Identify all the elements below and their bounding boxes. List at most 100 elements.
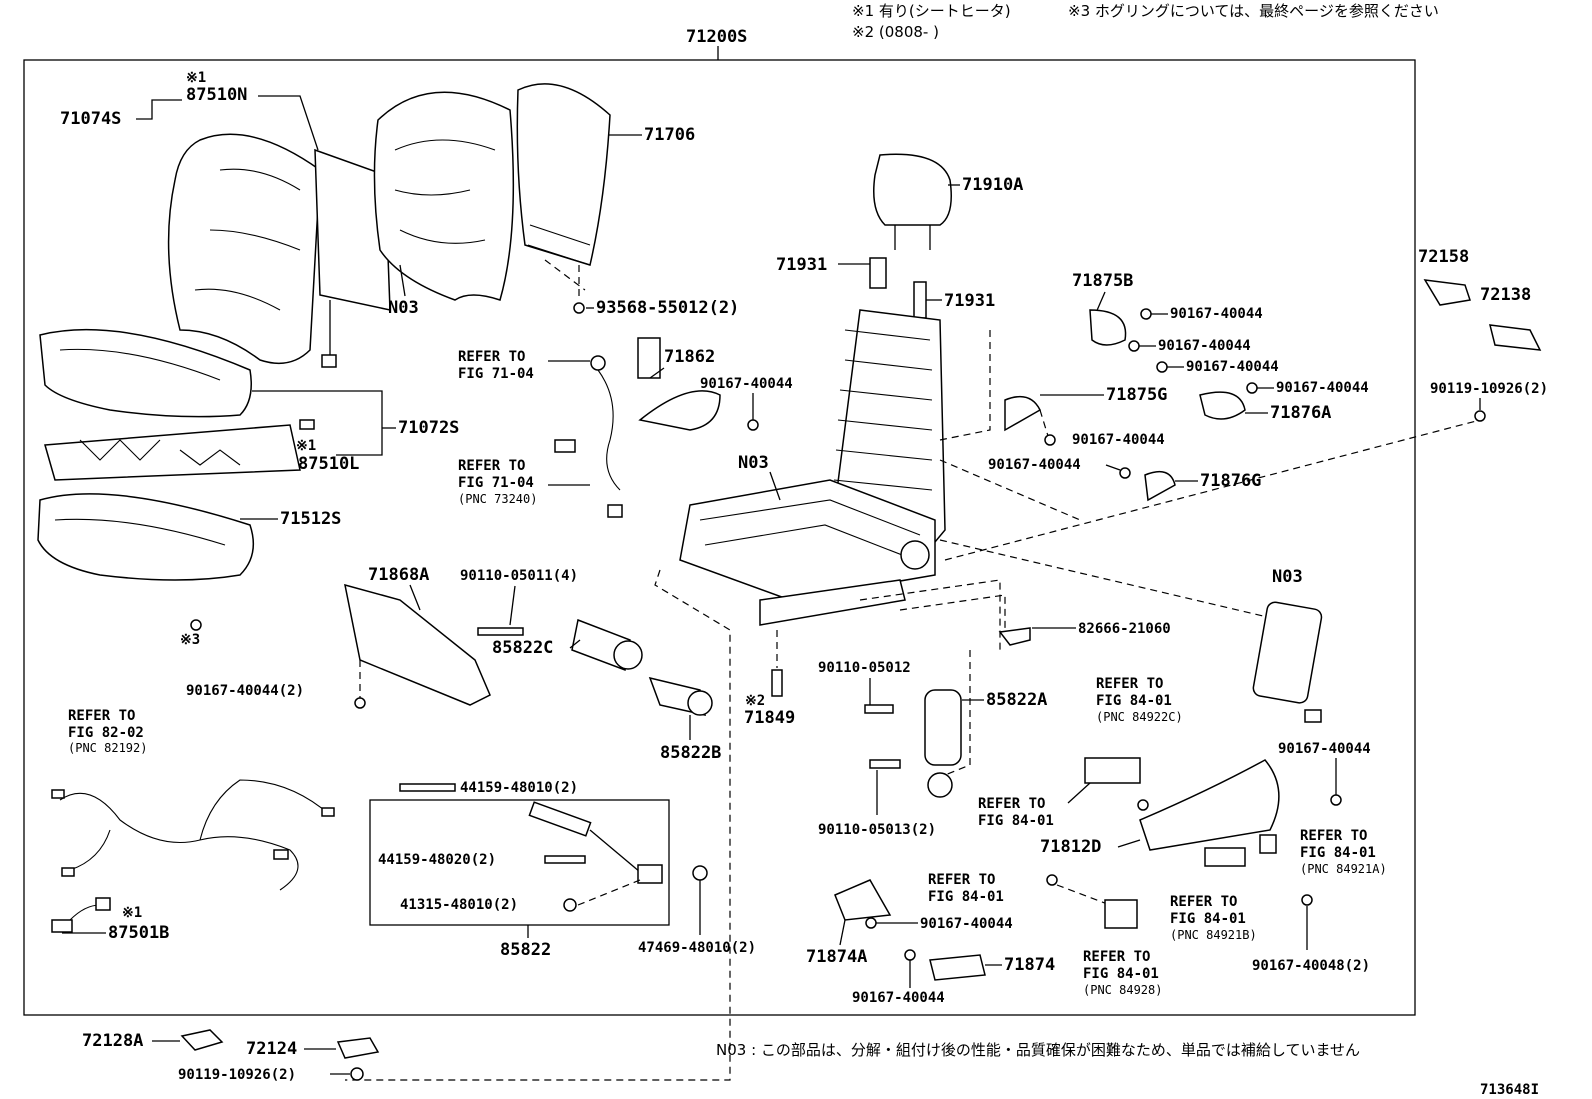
refer-label: REFER TO — [1300, 828, 1367, 844]
part-label-72138[interactable]: 72138 — [1480, 285, 1531, 305]
bracket-71874 — [929, 954, 986, 981]
marker-1-87501B: ※1 — [122, 905, 142, 921]
note-2: ※2 (0808- ) — [852, 23, 939, 41]
part-label-71072S[interactable]: 71072S — [398, 418, 459, 438]
part-label-90167-40044-c[interactable]: 90167-40044 — [1186, 359, 1279, 375]
part-label-72128A[interactable]: 72128A — [82, 1031, 143, 1051]
part-label-71931-a[interactable]: 71931 — [776, 255, 827, 275]
part-label-90167-40044-f[interactable]: 90167-40044 — [988, 457, 1081, 473]
part-label-87501B[interactable]: 87501B — [108, 923, 169, 943]
part-label-85822B[interactable]: 85822B — [660, 743, 721, 763]
part-label-90167-40044-i[interactable]: 90167-40044 — [1278, 741, 1371, 757]
switch-84922C — [1084, 757, 1141, 784]
refer-label: REFER TO — [68, 708, 135, 724]
part-label-N03-frame[interactable]: N03 — [738, 453, 769, 473]
switch-84921B — [1204, 847, 1246, 867]
refer-fig[interactable]: FIG 71-04 — [458, 366, 534, 382]
part-label-90167-40044-k[interactable]: 90167-40044 — [852, 990, 945, 1006]
part-label-71812D[interactable]: 71812D — [1040, 837, 1101, 857]
refer-label: REFER TO — [978, 796, 1045, 812]
part-label-85822A[interactable]: 85822A — [986, 690, 1047, 710]
refer-fig[interactable]: FIG 84-01 — [1083, 966, 1159, 982]
refer-fig[interactable]: FIG 84-01 — [1170, 911, 1246, 927]
assembly-frame — [23, 59, 1416, 1016]
part-label-82666-21060[interactable]: 82666-21060 — [1078, 621, 1171, 637]
seatbelt-harness-illustration — [554, 337, 721, 518]
part-label-41315-48010[interactable]: 41315-48010(2) — [400, 897, 518, 913]
part-label-71868A[interactable]: 71868A — [368, 565, 429, 585]
part-label-90167-40044-b[interactable]: 90167-40044 — [1158, 338, 1251, 354]
refer-fig[interactable]: FIG 84-01 — [978, 813, 1054, 829]
part-label-71512S[interactable]: 71512S — [280, 509, 341, 529]
refer-pnc: (PNC 84922C) — [1096, 710, 1183, 724]
refer-label: REFER TO — [928, 872, 995, 888]
headrest-illustration — [873, 153, 952, 250]
part-label-71874[interactable]: 71874 — [1004, 955, 1055, 975]
part-label-71875B[interactable]: 71875B — [1072, 271, 1133, 291]
part-label-72158[interactable]: 72158 — [1418, 247, 1469, 267]
part-label-90167-40044-d[interactable]: 90167-40044 — [1276, 380, 1369, 396]
refer-label: REFER TO — [458, 458, 525, 474]
part-label-87510N[interactable]: 87510N — [186, 85, 247, 105]
part-label-71876A[interactable]: 71876A — [1270, 403, 1331, 423]
part-label-71200S[interactable]: 71200S — [686, 27, 747, 47]
refer-pnc: (PNC 82192) — [68, 741, 147, 755]
refer-fig[interactable]: FIG 84-01 — [1096, 693, 1172, 709]
part-label-90167-40044-a[interactable]: 90167-40044 — [1170, 306, 1263, 322]
part-label-71874A[interactable]: 71874A — [806, 947, 867, 967]
module-84928 — [1104, 899, 1138, 929]
part-label-44159-48010[interactable]: 44159-48010(2) — [460, 780, 578, 796]
part-label-71862[interactable]: 71862 — [664, 347, 715, 367]
bolt-90110 — [477, 627, 524, 636]
refer-label: REFER TO — [1096, 676, 1163, 692]
marker-1-87510L: ※1 — [296, 438, 316, 454]
cover-72128A — [180, 1029, 224, 1051]
refer-fig[interactable]: FIG 84-01 — [928, 889, 1004, 905]
refer-fig[interactable]: FIG 84-01 — [1300, 845, 1376, 861]
part-label-87510L[interactable]: 87510L — [298, 454, 359, 474]
part-label-90167-40044-h[interactable]: 90167-40044(2) — [186, 683, 304, 699]
cable-subassembly-box — [369, 799, 670, 926]
part-label-71910A[interactable]: 71910A — [962, 175, 1023, 195]
switch-84921A — [1259, 834, 1277, 854]
part-label-44159-48020[interactable]: 44159-48020(2) — [378, 852, 496, 868]
part-label-90119-10926-b[interactable]: 90119-10926(2) — [178, 1067, 296, 1083]
part-label-90110-05011[interactable]: 90110-05011(4) — [460, 568, 578, 584]
bracket-71875B — [1089, 309, 1127, 346]
part-label-90119-10926-a[interactable]: 90119-10926(2) — [1430, 381, 1548, 397]
part-label-90167-40048[interactable]: 90167-40048(2) — [1252, 958, 1370, 974]
refer-fig[interactable]: FIG 71-04 — [458, 475, 534, 491]
part-label-90110-05012[interactable]: 90110-05012 — [818, 660, 911, 676]
refer-label: REFER TO — [458, 349, 525, 365]
pad-N03 — [1252, 601, 1323, 704]
part-label-93568-55012[interactable]: 93568-55012(2) — [596, 298, 739, 318]
bracket-71876G — [1144, 470, 1176, 502]
part-label-71706[interactable]: 71706 — [644, 125, 695, 145]
motor-85822A — [924, 689, 962, 798]
cover-72158 — [1423, 279, 1471, 306]
shield-71812D — [1139, 759, 1280, 851]
part-label-71875G[interactable]: 71875G — [1106, 385, 1167, 405]
part-label-90110-05013[interactable]: 90110-05013(2) — [818, 822, 936, 838]
part-label-90167-40044-j[interactable]: 90167-40044 — [920, 916, 1013, 932]
part-label-N03-back[interactable]: N03 — [388, 298, 419, 318]
part-label-72124[interactable]: 72124 — [246, 1039, 297, 1059]
part-label-71074S[interactable]: 71074S — [60, 109, 121, 129]
part-label-85822[interactable]: 85822 — [500, 940, 551, 960]
refer-pnc: (PNC 84921A) — [1300, 862, 1387, 876]
part-label-47469-48010[interactable]: 47469-48010(2) — [638, 940, 756, 956]
motor-85822C — [571, 618, 643, 672]
part-label-N03-right[interactable]: N03 — [1272, 567, 1303, 587]
part-label-71876G[interactable]: 71876G — [1200, 471, 1261, 491]
part-label-71931-b[interactable]: 71931 — [944, 291, 995, 311]
marker-2: ※2 — [745, 693, 765, 709]
figure-id: 713648I — [1480, 1082, 1539, 1098]
refer-fig[interactable]: FIG 82-02 — [68, 725, 144, 741]
cable-85822 — [528, 801, 663, 884]
part-label-90167-40044-g[interactable]: 90167-40044 — [700, 376, 793, 392]
n03-note: N03 : この部品は、分解・組付け後の性能・品質確保が困難なため、単品では補給… — [716, 1041, 1360, 1059]
part-label-90167-40044-e[interactable]: 90167-40044 — [1072, 432, 1165, 448]
part-label-71849[interactable]: 71849 — [744, 708, 795, 728]
part-label-85822C[interactable]: 85822C — [492, 638, 553, 658]
